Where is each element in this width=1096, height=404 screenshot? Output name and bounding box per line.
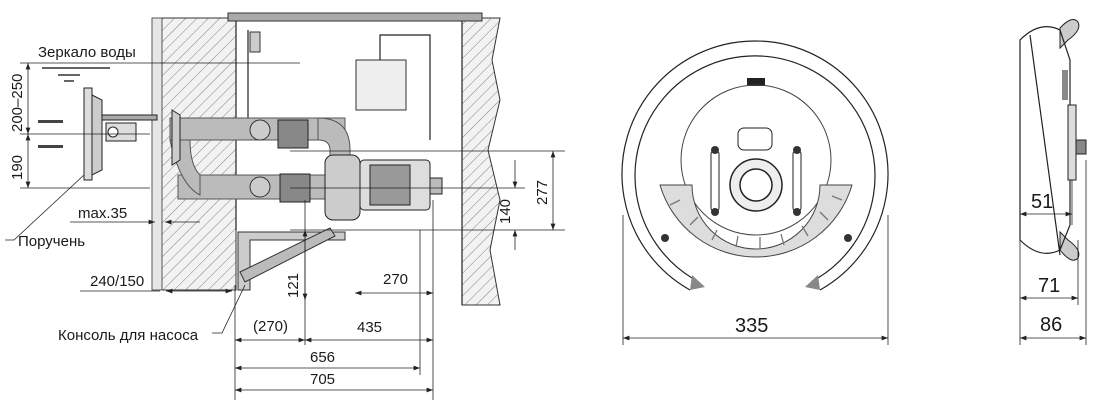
pump-bracket <box>237 231 346 291</box>
max-wall-label: max.35 <box>78 205 127 222</box>
dim-140: 140 <box>497 199 514 224</box>
side-view <box>1019 19 1087 345</box>
dim-86: 86 <box>1040 314 1062 336</box>
dim-200-250: 200–250 <box>9 74 26 132</box>
dim-270: 270 <box>383 271 408 288</box>
dim-190: 190 <box>9 155 26 180</box>
pool-wall-liner <box>151 17 163 291</box>
pump <box>324 154 443 221</box>
wall-thickness-label: 240/150 <box>90 273 144 290</box>
dim-435: 435 <box>357 319 382 336</box>
dim-270-paren: (270) <box>253 318 288 335</box>
water-level-symbol <box>42 67 110 82</box>
section-view <box>5 12 565 400</box>
dim-71: 71 <box>1038 275 1060 297</box>
front-view <box>621 40 889 345</box>
dim-121: 121 <box>285 273 302 298</box>
dim-51: 51 <box>1031 191 1053 213</box>
control-box <box>355 59 407 111</box>
dim-656: 656 <box>310 349 335 366</box>
pool-wall-left <box>159 17 237 291</box>
dim-335: 335 <box>735 315 768 337</box>
water-level-label: Зеркало воды <box>38 44 136 61</box>
dim-705: 705 <box>310 371 335 388</box>
pump-bracket-label: Консоль для насоса <box>58 327 199 344</box>
handrail-label: Поручень <box>18 233 85 250</box>
pool-top-edge <box>227 12 483 22</box>
pool-wall-right <box>461 17 501 306</box>
dim-277: 277 <box>534 180 551 205</box>
